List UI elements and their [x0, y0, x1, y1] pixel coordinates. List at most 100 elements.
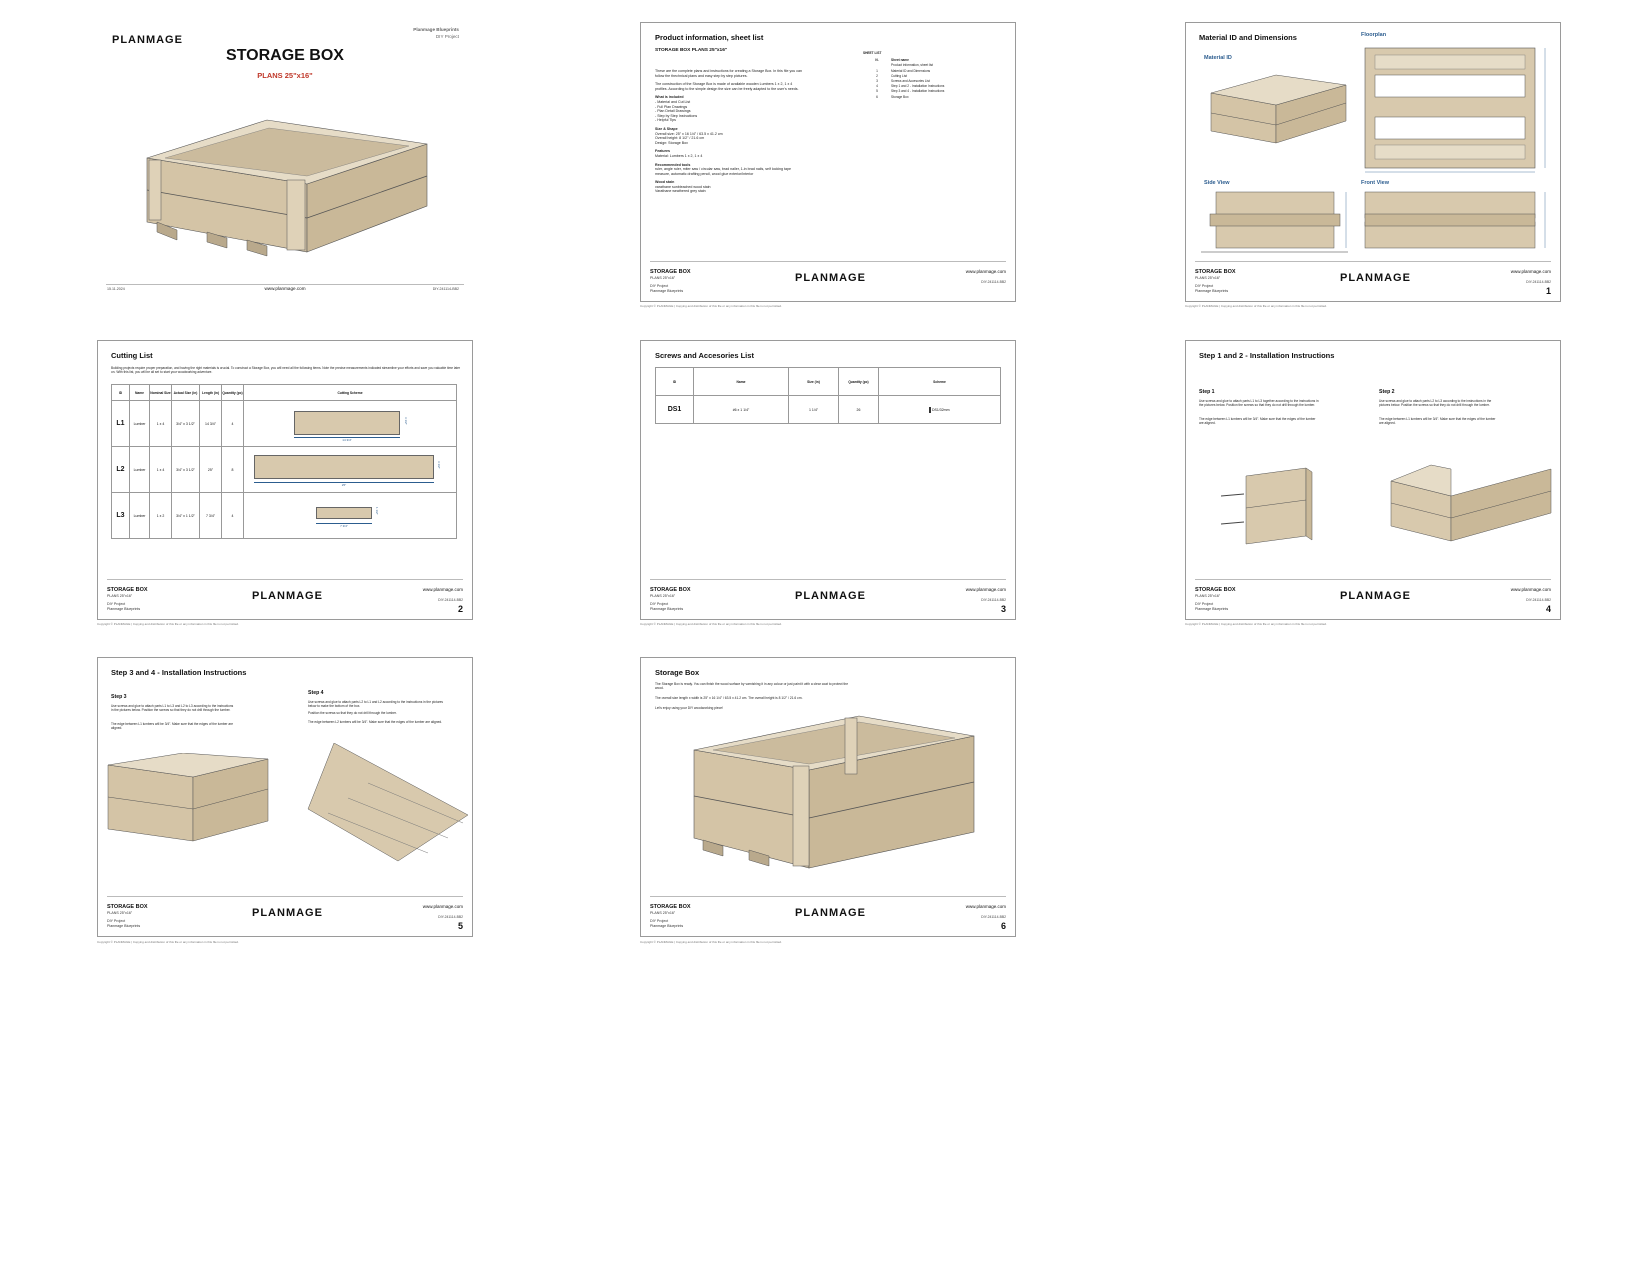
col-qty: Quantity (pc) — [221, 384, 244, 401]
screw-icon — [929, 406, 931, 413]
table-row[interactable]: DS1 #6 x 1 1/4" 1 1/4" 26 DS1/32mm — [655, 395, 1001, 424]
footer-title: STORAGE BOX — [107, 904, 148, 910]
step2-text: Use screws and glue to attach parts L2 t… — [1379, 399, 1492, 407]
page-footer: STORAGE BOX PLANS 25"x16" DIY Project Pl… — [650, 579, 1006, 615]
step-3-4-page[interactable]: Step 3 and 4 - Installation Instructions… — [97, 657, 473, 937]
row-size: 1 1/4" — [788, 395, 839, 424]
footer-url[interactable]: www.planmage.com — [965, 587, 1006, 592]
copyright-note: Copyright © PLANMAGE | Copying and distr… — [1185, 622, 1327, 626]
cutting-scheme: 25" 3 1/2" — [243, 446, 457, 493]
page-number: 2 — [457, 604, 463, 614]
table-row[interactable]: L2 Lumber 1 x 4 3/4" x 3 1/2" 25" 8 25" … — [111, 446, 457, 493]
row-length: 25" — [199, 446, 222, 493]
footer-subtitle: PLANS 25"x16" — [650, 276, 676, 280]
footer-url[interactable]: www.planmage.com — [1510, 269, 1551, 274]
sheet-row[interactable]: Product information, sheet list — [863, 63, 983, 68]
screws-page[interactable]: Screws and Accesories List ID Name Size … — [640, 340, 1016, 620]
step-1-2-page[interactable]: Step 1 and 2 - Installation Instructions… — [1185, 340, 1561, 620]
footer-code: DIY-241114-BB2 — [438, 915, 463, 919]
sheet-num: 3 — [876, 79, 878, 84]
lumber-piece — [294, 411, 400, 435]
footer-line1: DIY Project — [650, 602, 669, 606]
sheet-row[interactable]: 3 Screws and Accesories List — [863, 79, 983, 84]
size-line: Overall height: 8 1/2" / 21.6 cm — [655, 136, 705, 141]
page-footer: STORAGE BOX PLANS 25"x16" DIY Project Pl… — [1195, 261, 1551, 297]
cover-page[interactable]: PLANMAGE Planmage Blueprints DIY Project… — [97, 22, 473, 302]
row-name: #6 x 1 1/4" — [693, 395, 789, 424]
material-page[interactable]: Material ID and Dimensions Material ID F… — [1185, 22, 1561, 302]
footer-url[interactable]: www.planmage.com — [965, 269, 1006, 274]
footer-url[interactable]: www.planmage.com — [422, 587, 463, 592]
page-number: 4 — [1545, 604, 1551, 614]
sheet-name: Step 1 and 2 - Installation Instructions — [891, 84, 945, 89]
cover-title: STORAGE BOX — [226, 47, 344, 64]
brand-logo: PLANMAGE — [112, 34, 183, 46]
size-title: Size & Shape — [655, 126, 678, 131]
footer-logo: PLANMAGE — [795, 272, 866, 284]
step3-title: Step 3 — [111, 694, 127, 700]
dim-width: 14 3/4" — [294, 437, 400, 442]
col-scheme: Cutting Scheme — [243, 384, 457, 401]
footer-title: STORAGE BOX — [650, 587, 691, 593]
footer-subtitle: PLANS 25"x16" — [1195, 276, 1221, 280]
footer-line2: Planmage Blueprints — [1195, 289, 1229, 293]
cover-brand-line1: Planmage Blueprints — [413, 27, 459, 32]
step4-note: The edge between L2 lumbers will be 3/4"… — [308, 720, 443, 724]
footer-url[interactable]: www.planmage.com — [965, 904, 1006, 909]
features-title: Features — [655, 149, 670, 154]
table-row[interactable]: L3 Lumber 1 x 2 3/4" x 1 1/2" 7 3/4" 4 7… — [111, 492, 457, 539]
footer-url[interactable]: www.planmage.com — [422, 904, 463, 909]
row-id: L2 — [111, 446, 130, 493]
footer-line1: DIY Project — [650, 919, 669, 923]
footer-line2: Planmage Blueprints — [650, 607, 684, 611]
sheet-name: Screws and Accesories List — [891, 79, 930, 84]
row-id: L1 — [111, 400, 130, 447]
step34-heading: Step 3 and 4 - Installation Instructions — [111, 668, 247, 677]
final-p2: The overall size length x width is 25" x… — [655, 696, 803, 700]
cutting-scheme: 14 3/4" 3 1/2" — [243, 400, 457, 447]
footer-url[interactable]: www.planmage.com — [1510, 587, 1551, 592]
table-row[interactable]: L1 Lumber 1 x 4 3/4" x 3 1/2" 14 3/4" 4 … — [111, 400, 457, 447]
cover-brand-line2: DIY Project — [435, 34, 459, 39]
final-p1: The Storage Box is ready. You can finish… — [655, 682, 849, 691]
footer-line1: DIY Project — [1195, 602, 1214, 606]
copyright-note: Copyright © PLANMAGE | Copying and distr… — [640, 304, 782, 308]
tools-text: ruler, angle ruler, miter saw / circular… — [655, 167, 792, 176]
dim-height: 3 1/2" — [404, 417, 408, 425]
sheet-num: 2 — [876, 73, 878, 78]
cutting-list-page[interactable]: Cutting List Building projects require p… — [97, 340, 473, 620]
final-heading: Storage Box — [655, 668, 700, 677]
footer-logo: PLANMAGE — [1340, 590, 1411, 602]
page-footer: STORAGE BOX PLANS 25"x16" DIY Project Pl… — [1195, 579, 1551, 615]
sheet-list-col-n: N. — [875, 58, 879, 63]
sheet-num: 1 — [876, 68, 878, 73]
row-qty: 4 — [221, 492, 244, 539]
stain-title: Wood stain — [655, 180, 675, 185]
step4-text-2: Position the screws so that they do not … — [308, 711, 397, 715]
final-page[interactable]: Storage Box The Storage Box is ready. Yo… — [640, 657, 1016, 937]
copyright-note: Copyright © PLANMAGE | Copying and distr… — [97, 940, 239, 944]
col-name: Name — [693, 367, 789, 396]
features-text: Material: Lumbers 1 x 2, 1 x 4 — [655, 153, 703, 158]
footer-subtitle: PLANS 25"x16" — [650, 911, 676, 915]
col-qty: Quantity (pc) — [838, 367, 879, 396]
included-item: - Material and Cut List — [655, 99, 691, 104]
footer-line1: DIY Project — [107, 919, 126, 923]
step4-text: Use screws and glue to attach parts L2 t… — [308, 700, 444, 708]
copyright-note: Copyright © PLANMAGE | Copying and distr… — [1185, 304, 1327, 308]
lumber-piece — [316, 507, 372, 519]
footer-line2: Planmage Blueprints — [107, 607, 141, 611]
row-scheme: DS1/32mm — [878, 395, 1001, 424]
final-box-drawing — [693, 715, 975, 869]
page-number: 6 — [1000, 921, 1006, 931]
product-info-page[interactable]: Product information, sheet list STORAGE … — [640, 22, 1016, 302]
page-footer: STORAGE BOX PLANS 25"x16" DIY Project Pl… — [650, 261, 1006, 297]
cover-url[interactable]: www.planmage.com — [264, 286, 306, 291]
footer-code: DIY-241114-BB2 — [1526, 280, 1551, 284]
footer-line1: DIY Project — [1195, 284, 1214, 288]
